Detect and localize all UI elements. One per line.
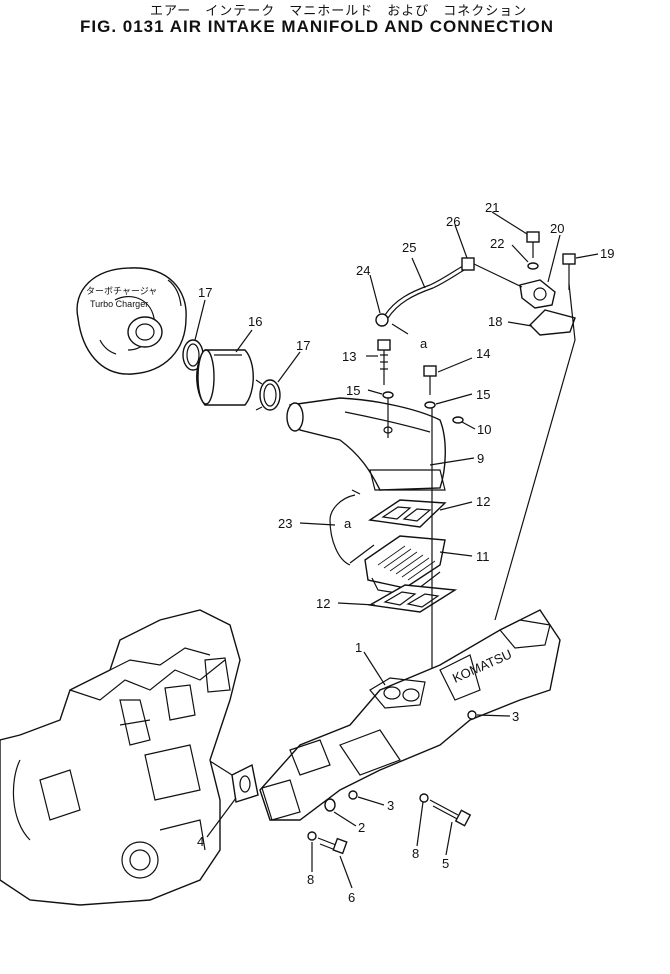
bolt-21 xyxy=(526,231,540,258)
callout-17-left: 17 xyxy=(198,285,212,300)
harness-25 xyxy=(384,264,469,319)
connector-26 xyxy=(461,257,475,271)
gasket-12-lower xyxy=(367,584,458,613)
washer-15-left xyxy=(382,391,394,399)
callout-20: 20 xyxy=(550,221,564,236)
bolt-19 xyxy=(562,253,576,282)
callout-6: 6 xyxy=(348,890,355,905)
callout-5: 5 xyxy=(442,856,449,871)
turbo-en-label: Turbo Charger xyxy=(90,299,148,309)
callout-11: 11 xyxy=(476,549,490,564)
leader-lines xyxy=(194,211,599,889)
callout-13: 13 xyxy=(342,349,356,364)
plug-2 xyxy=(324,798,336,812)
callout-3-right: 3 xyxy=(512,709,519,724)
bracket-18 xyxy=(529,309,576,336)
gasket-4 xyxy=(231,763,259,803)
heater-wire-23 xyxy=(329,489,375,566)
japanese-title: エアー インテーク マニホールド および コネクション xyxy=(150,4,528,19)
callout-3-middle: 3 xyxy=(387,798,394,813)
reference-a-lower: a xyxy=(344,516,352,531)
callout-24: 24 xyxy=(356,263,370,278)
figure-title: FIG. 0131 AIR INTAKE MANIFOLD AND CONNEC… xyxy=(80,17,555,36)
engine-block xyxy=(0,609,241,906)
nut-10 xyxy=(452,416,464,424)
hose-clamp-17-right xyxy=(255,379,281,411)
callout-16: 16 xyxy=(248,314,262,329)
callout-9: 9 xyxy=(477,451,484,466)
turbo-charger: ターボチャージャ Turbo Charger xyxy=(76,267,187,375)
bolt-5 xyxy=(429,799,472,827)
callout-10: 10 xyxy=(477,422,491,437)
plug-3-right xyxy=(467,710,477,720)
washer-8-right xyxy=(419,793,429,803)
washer-15-right xyxy=(424,401,436,409)
intake-heater-11 xyxy=(364,535,446,596)
intake-manifold-1: KOMATSU xyxy=(259,609,561,821)
bolt-14 xyxy=(423,365,437,395)
ref-a-line xyxy=(391,323,409,335)
callout-1: 1 xyxy=(355,640,362,655)
callout-22: 22 xyxy=(490,236,504,251)
harness-link xyxy=(473,263,523,288)
callout-15-right: 15 xyxy=(476,387,490,402)
sensor-20 xyxy=(519,279,556,309)
intake-connector-9 xyxy=(286,397,446,491)
callout-8-right: 8 xyxy=(412,846,419,861)
callout-12-upper: 12 xyxy=(476,494,490,509)
bolt-13 xyxy=(377,339,391,385)
turbo-jp-label: ターボチャージャ xyxy=(86,286,157,296)
callout-4: 4 xyxy=(197,834,204,849)
sensor-24 xyxy=(375,313,389,327)
callout-19: 19 xyxy=(600,246,614,261)
callout-18: 18 xyxy=(488,314,502,329)
callout-15-left: 15 xyxy=(346,383,360,398)
washer-22 xyxy=(527,262,539,270)
callout-8-left: 8 xyxy=(307,872,314,887)
washer-8-left xyxy=(307,831,317,841)
callout-25: 25 xyxy=(402,240,416,255)
bolt-6 xyxy=(317,837,348,855)
callout-17-right: 17 xyxy=(296,338,310,353)
callout-12-lower: 12 xyxy=(316,596,330,611)
callout-23: 23 xyxy=(278,516,292,531)
guide-line xyxy=(494,283,576,621)
callout-26: 26 xyxy=(446,214,460,229)
callout-2: 2 xyxy=(358,820,365,835)
gasket-12-upper xyxy=(368,499,447,528)
callout-labels: 17 16 17 21 20 22 26 25 24 19 18 a 13 14… xyxy=(197,200,614,905)
callout-14: 14 xyxy=(476,346,490,361)
callout-21: 21 xyxy=(485,200,499,215)
reference-a-upper: a xyxy=(420,336,428,351)
plug-3-middle xyxy=(348,790,358,800)
connection-hose-16 xyxy=(196,349,254,406)
